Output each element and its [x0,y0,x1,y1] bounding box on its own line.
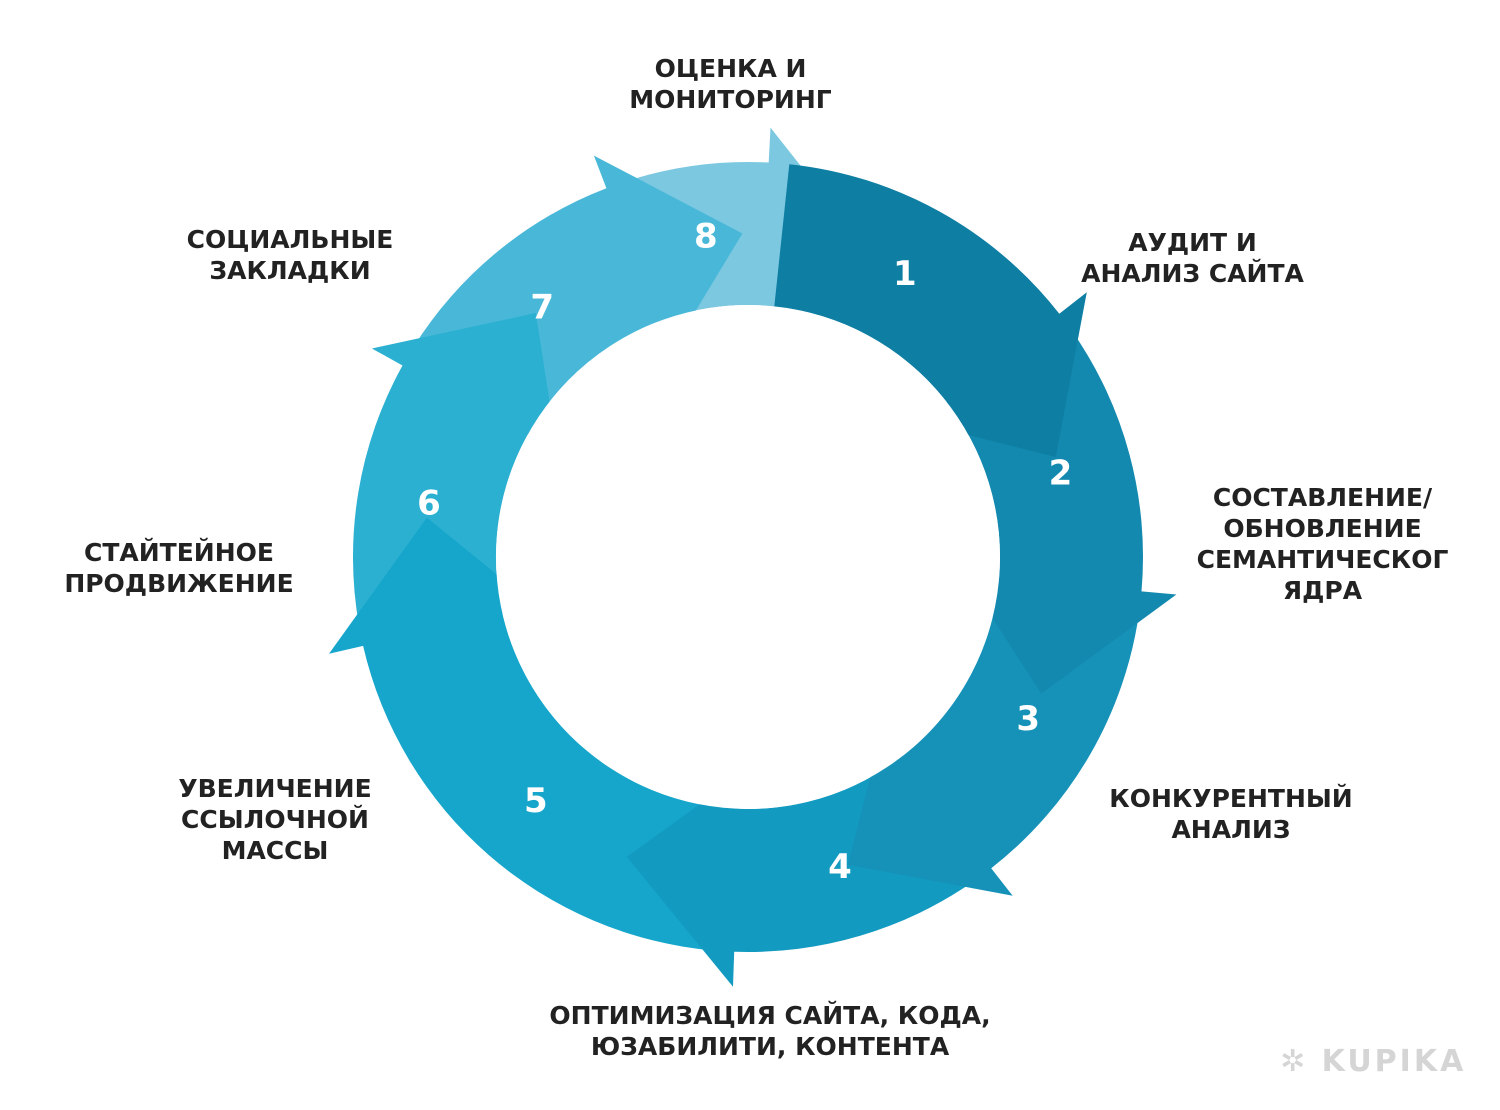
kupika-logo-icon: ✲ [1280,1044,1309,1079]
arrow-segment-1 [774,164,1087,457]
segment-number-1: 1 [893,254,917,294]
label-step-7: СОЦИАЛЬНЫЕ ЗАКЛАДКИ [186,225,394,285]
label-step-8: ОЦЕНКА И МОНИТОРИНГ [629,54,832,114]
segment-number-2: 2 [1049,453,1073,493]
label-step-4: ОПТИМИЗАЦИЯ САЙТА, КОДА, ЮЗАБИЛИТИ, КОНТ… [549,1001,991,1061]
segment-number-5: 5 [524,781,548,821]
watermark-text: KUPIKA [1321,1044,1467,1079]
inner-circle [496,305,1000,809]
label-step-2: СОСТАВЛЕНИЕ/ ОБНОВЛЕНИЕ СЕМАНТИЧЕСКОГ ЯД… [1196,483,1449,605]
label-step-6: СТАЙТЕЙНОЕ ПРОДВИЖЕНИЕ [64,538,294,598]
label-step-3: КОНКУРЕНТНЫЙ АНАЛИЗ [1109,784,1353,844]
cycle-arrows [329,127,1177,987]
segment-numbers: 8 7 6 5 4 3 2 1 [417,216,1072,887]
watermark: ✲ KUPIKA [1280,1044,1480,1084]
label-step-1: АУДИТ И АНАЛИЗ САЙТА [1081,228,1304,288]
segment-number-6: 6 [417,484,441,524]
segment-number-4: 4 [828,847,852,887]
segment-number-7: 7 [530,287,554,327]
segment-number-3: 3 [1016,699,1040,739]
label-step-5: УВЕЛИЧЕНИЕ ССЫЛОЧНОЙ МАССЫ [178,774,372,865]
arrow-segment-6 [352,312,558,626]
arrow-segment-5 [329,517,726,951]
segment-number-8: 8 [694,216,718,256]
